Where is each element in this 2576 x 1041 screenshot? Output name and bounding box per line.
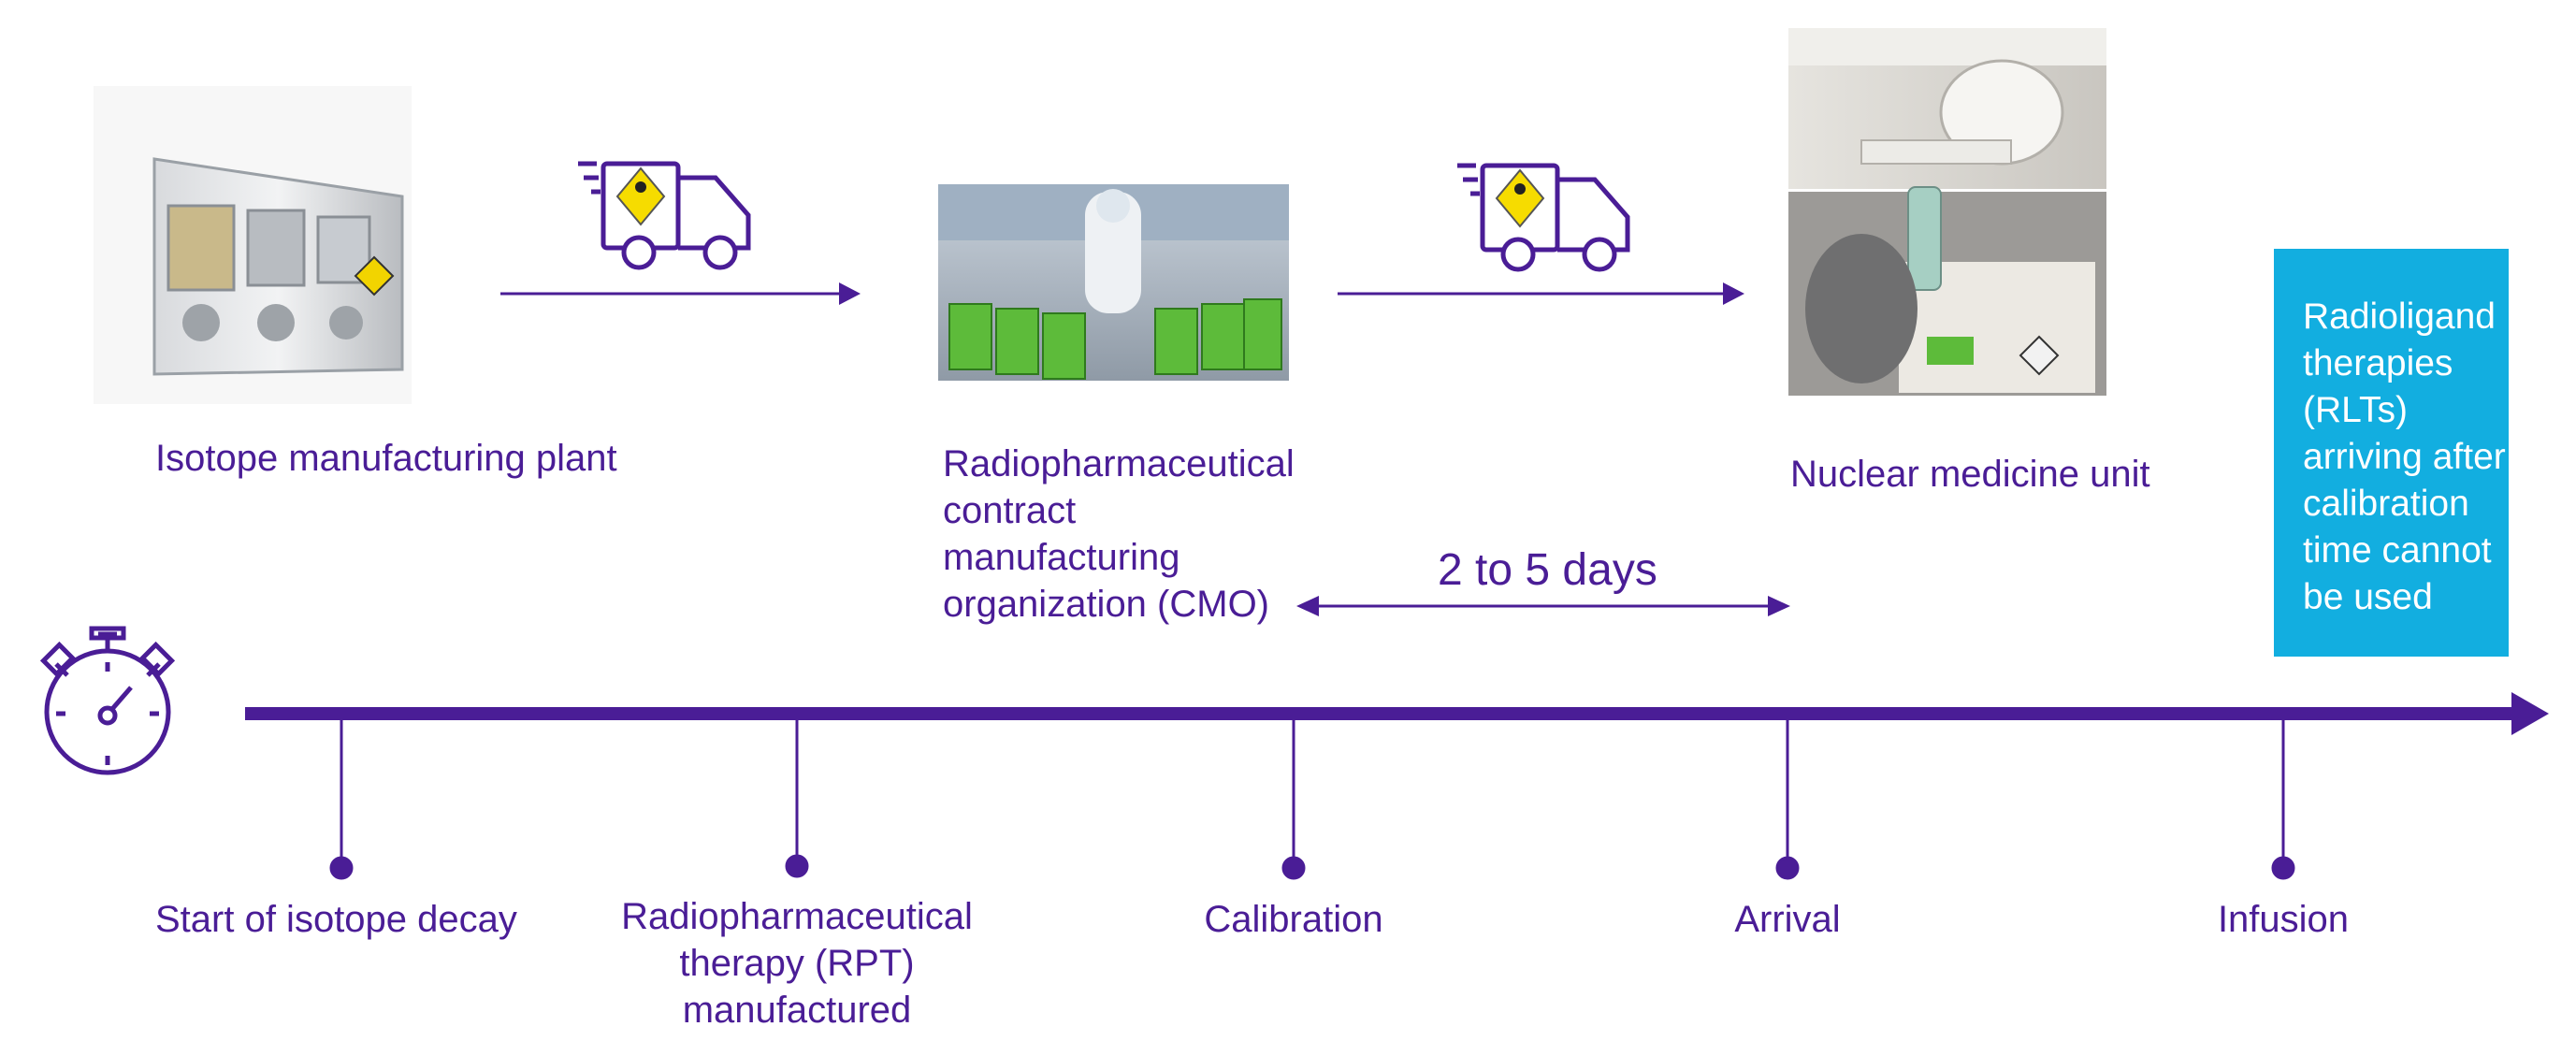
truck-icon-2 bbox=[1457, 163, 1630, 272]
isotope-plant-image bbox=[94, 86, 412, 404]
cmo-label: Radiopharmaceutical contract manufacturi… bbox=[943, 443, 1295, 625]
milestone-label-rpt: Radiopharmaceutical therapy (RPT) manufa… bbox=[621, 896, 973, 1031]
timeline-bar bbox=[245, 707, 2518, 720]
milestone-label-infusion: Infusion bbox=[2217, 899, 2350, 940]
milestone-dot-calibration bbox=[1281, 856, 1306, 880]
late-arrival-notice: Radioligand therapies (RLTs) arriving af… bbox=[2274, 249, 2509, 657]
stopwatch-icon bbox=[39, 626, 176, 775]
nuclear-unit-label: Nuclear medicine unit bbox=[1790, 454, 2150, 495]
duration-label: 2 to 5 days bbox=[1438, 545, 1657, 595]
milestone-label-arrival: Arrival bbox=[1734, 899, 1841, 940]
milestone-label-decay: Start of isotope decay bbox=[155, 899, 517, 940]
milestone-label-calibration: Calibration bbox=[1204, 899, 1383, 940]
milestone-dot-arrival bbox=[1775, 856, 1800, 880]
cmo-image bbox=[938, 184, 1289, 381]
milestone-dot-infusion bbox=[2271, 856, 2295, 880]
milestone-dot-rpt bbox=[785, 854, 809, 878]
nuclear-unit-image bbox=[1788, 28, 2106, 396]
timeline-arrowhead bbox=[2511, 692, 2549, 735]
truck-icon-1 bbox=[578, 161, 751, 270]
milestone-dot-decay bbox=[329, 856, 354, 880]
isotope-plant-label: Isotope manufacturing plant bbox=[155, 438, 617, 479]
